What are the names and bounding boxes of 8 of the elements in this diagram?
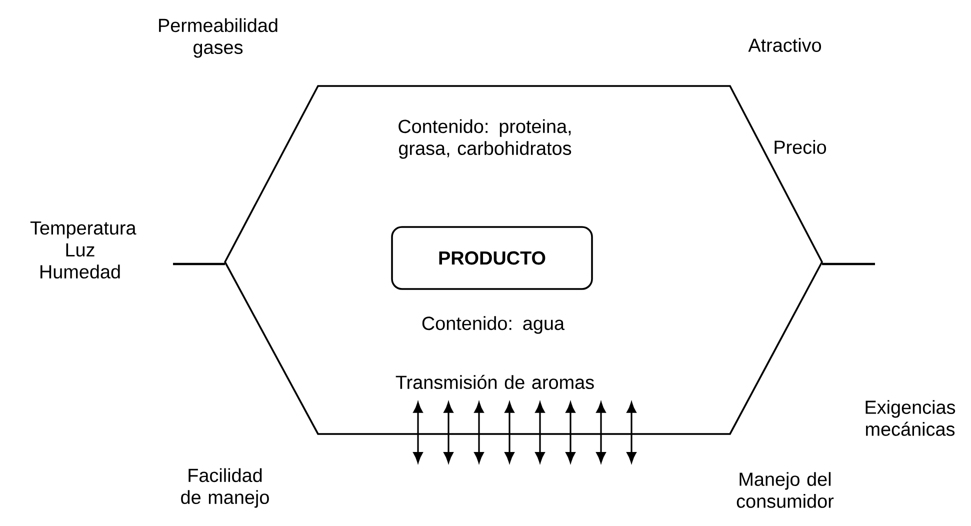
side-label: Atractivo	[748, 38, 822, 52]
side-label: Facilidad de manejo	[181, 468, 269, 508]
product-box: PRODUCTO	[391, 226, 593, 290]
side-label: Precio	[774, 140, 826, 154]
side-label: Permeabilidad gases	[159, 18, 278, 58]
side-label: Exigencias mecánicas	[866, 400, 956, 436]
side-label: Temperatura Luz Humedad	[30, 221, 136, 278]
side-label: Manejo del consumidor	[736, 472, 834, 508]
